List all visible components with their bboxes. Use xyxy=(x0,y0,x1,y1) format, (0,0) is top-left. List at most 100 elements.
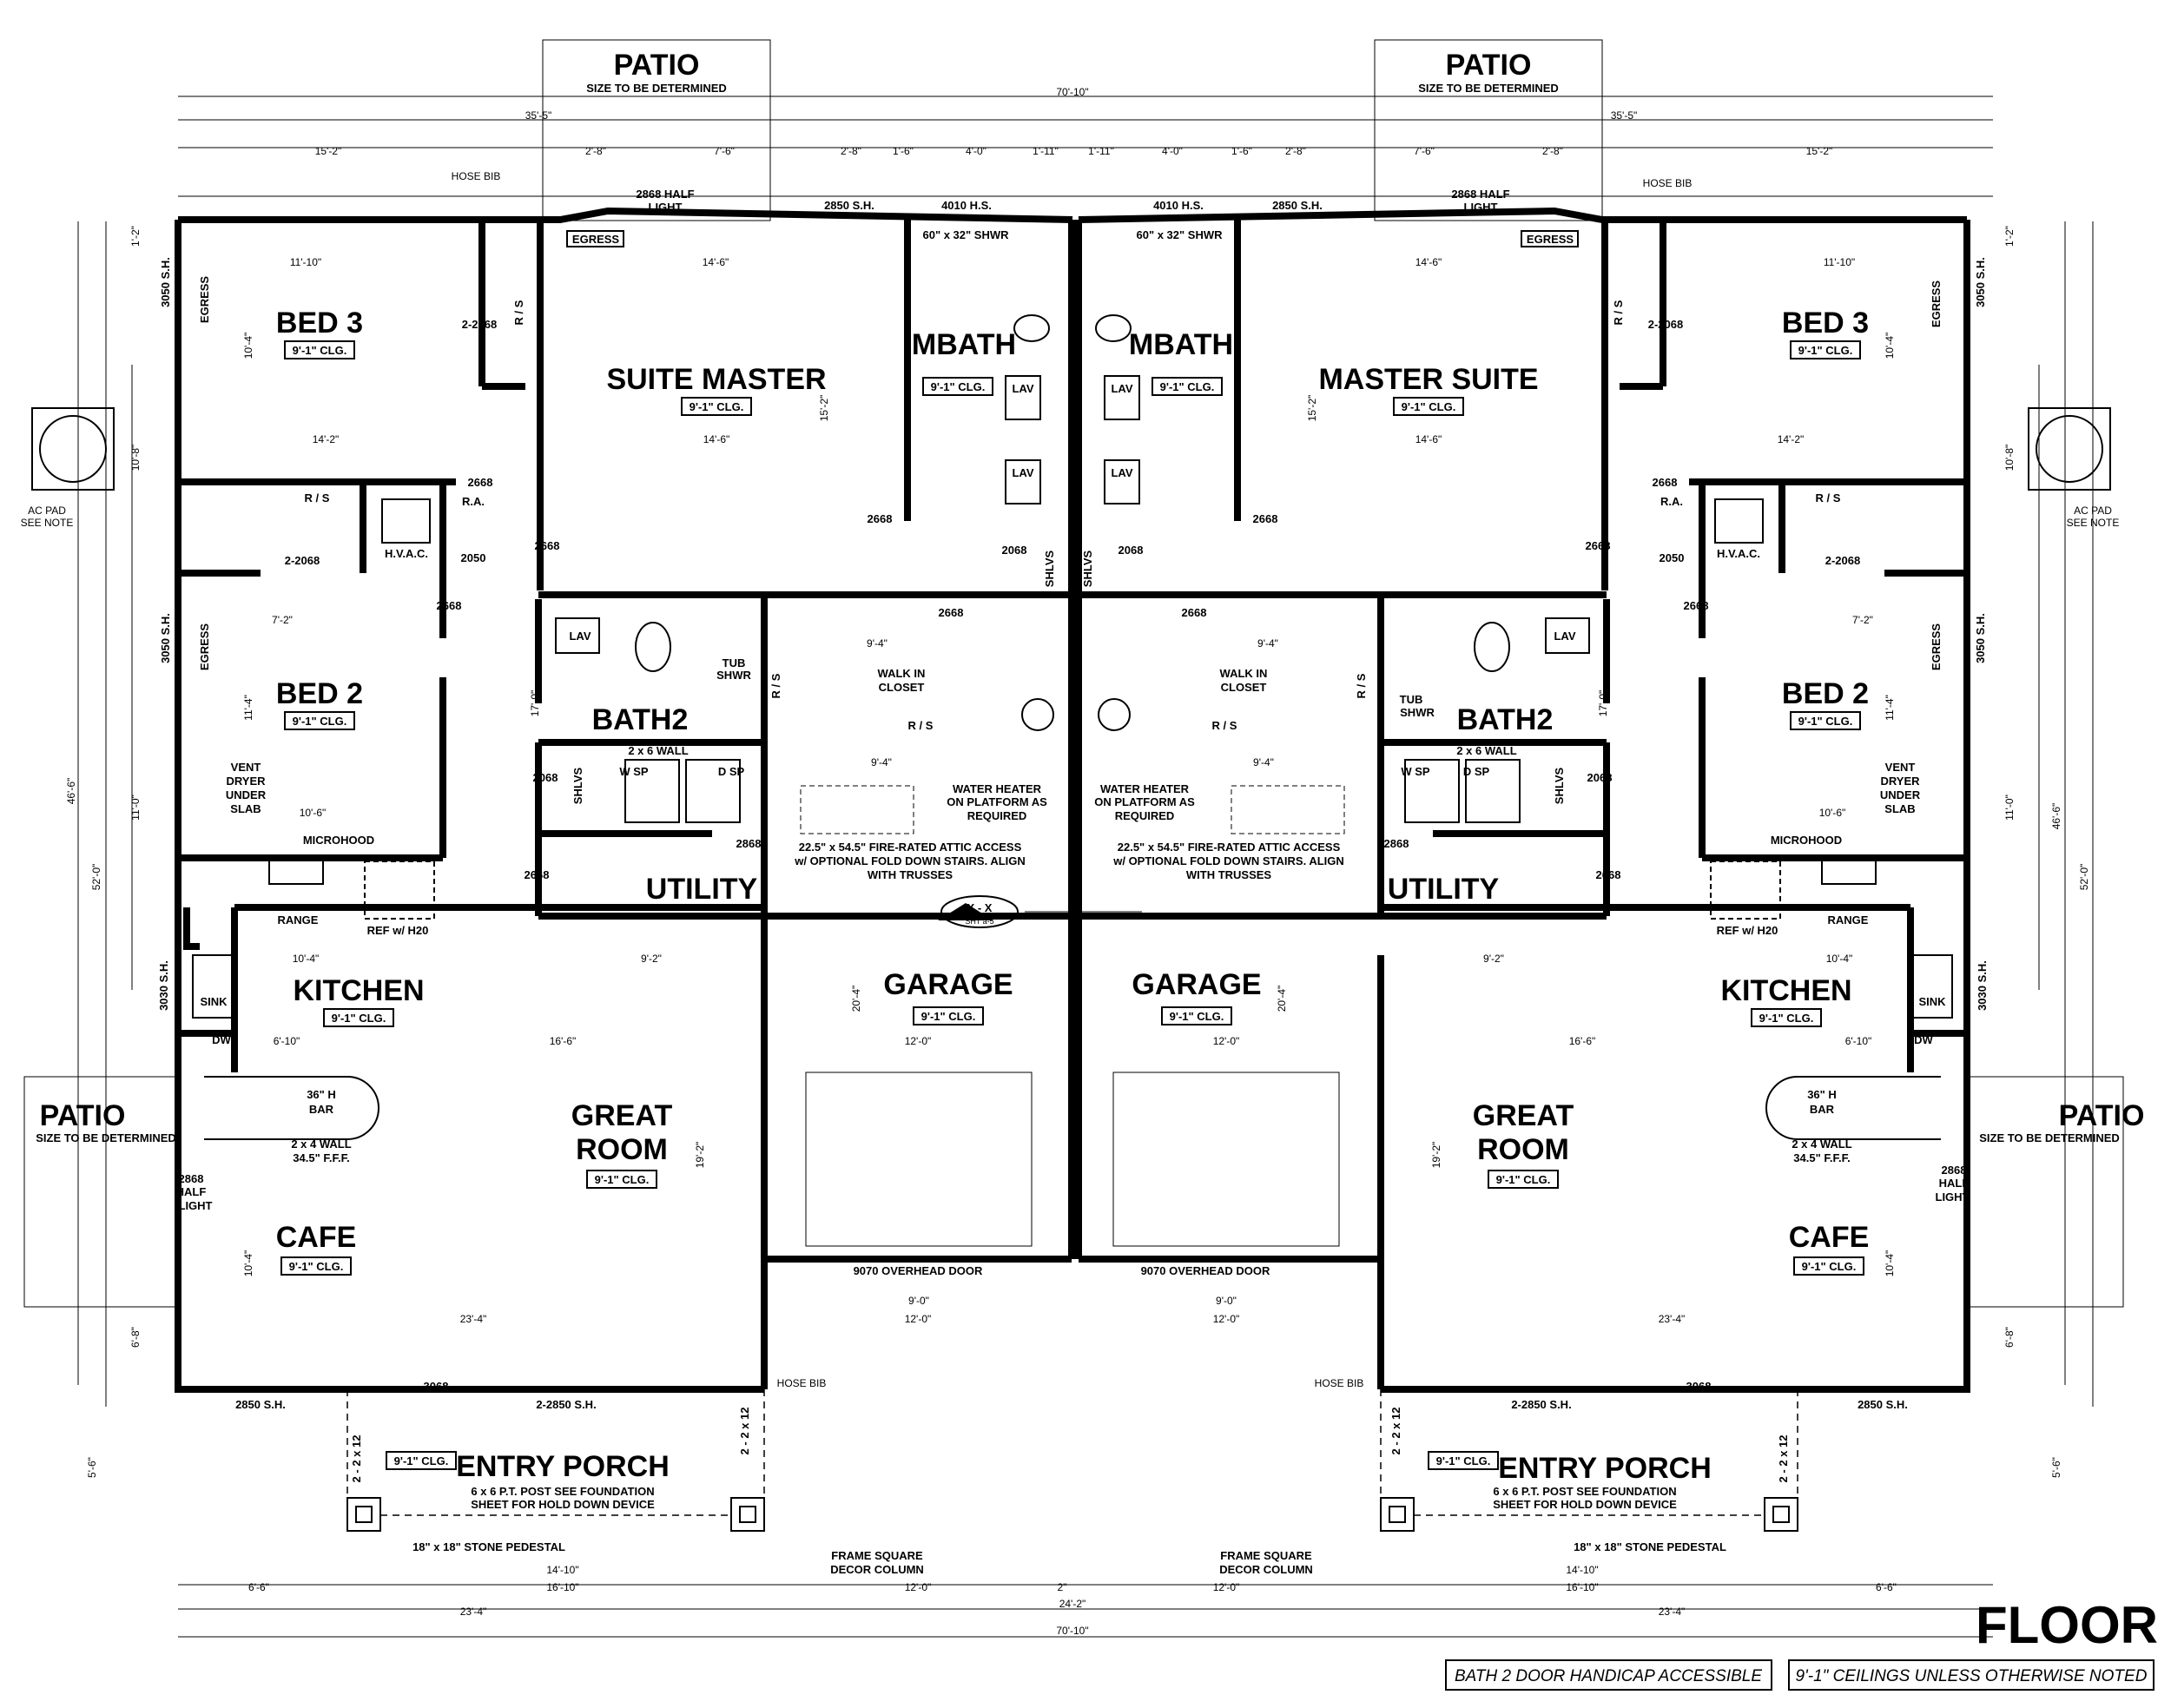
decor-left-2: DECOR COLUMN xyxy=(830,1563,924,1576)
dim-walkin-w-right: 9'-4" xyxy=(1257,637,1278,650)
window-4010-right: 4010 H.S. xyxy=(1153,199,1204,212)
range-left xyxy=(268,859,324,885)
shlvs-a-left: SHLVS xyxy=(1043,550,1056,587)
door-2668-e-right: 2668 xyxy=(1182,606,1207,619)
lav-c-right-text: LAV xyxy=(1554,630,1575,643)
dim-cafe-b-right: 23'-4" xyxy=(1659,1313,1686,1325)
door-2668-a-left: 2668 xyxy=(468,476,493,489)
egress-bed3-right: EGRESS xyxy=(1930,280,1943,328)
dim-top-k: 2'-8" xyxy=(1285,145,1306,157)
vent-left-1: VENT xyxy=(231,761,261,774)
washer-right xyxy=(1465,759,1521,823)
window-2850-bot-right: 2850 S.H. xyxy=(1858,1398,1908,1411)
dim-great-left: 9'-2" xyxy=(641,953,662,965)
dim-utility-left: 9'-4" xyxy=(871,756,892,768)
dim-v-left-a: 10'-8" xyxy=(129,445,142,472)
hvac-right-label: H.V.A.C. xyxy=(1717,547,1760,560)
dim-great-w-right: 16'-6" xyxy=(1569,1035,1596,1047)
half-light-side-right-3: LIGHT xyxy=(1936,1190,1970,1204)
svg-text:9'-1" CLG.: 9'-1" CLG. xyxy=(394,1454,449,1467)
post-left-1: 6 x 6 P.T. POST SEE FOUNDATION xyxy=(471,1485,654,1498)
dim-bot-b-right: 16'-10" xyxy=(1566,1581,1598,1593)
dw-left: DW xyxy=(212,1033,231,1046)
rs-bed3-right: R / S xyxy=(1612,300,1625,325)
dim-v-garage-right: 20'-4" xyxy=(1276,986,1288,1012)
svg-text:9'-1" CLG.: 9'-1" CLG. xyxy=(293,715,347,728)
dim-v-garage-left: 20'-4" xyxy=(850,986,862,1012)
half-light-side-left-2: HALF xyxy=(176,1185,207,1198)
header-right-a: 2 - 2 x 12 xyxy=(1777,1435,1790,1483)
room-kitchen-left: KITCHEN xyxy=(293,974,424,1007)
egress-top-right xyxy=(1521,230,1579,247)
svg-text:9'-1" CLG.: 9'-1" CLG. xyxy=(1759,1012,1814,1025)
dim-v-bed2-right: 11'-4" xyxy=(1884,695,1896,721)
door-2668-c-left: 2668 xyxy=(535,539,560,552)
patio-top-left-sub: SIZE TO BE DETERMINED xyxy=(586,82,727,95)
microhood-left: MICROHOOD xyxy=(303,834,374,847)
toilet-a-left xyxy=(1013,314,1050,342)
shlvs-a-right: SHLVS xyxy=(1081,550,1094,587)
room-entry-porch-left: ENTRY PORCH xyxy=(456,1450,670,1483)
dim-v-left-c: 6'-8" xyxy=(129,1327,142,1348)
dim-v-great-right: 19'-2" xyxy=(1430,1142,1442,1169)
overhead-door-left: 9070 OVERHEAD DOOR xyxy=(854,1264,983,1277)
dim-bot-b-left: 16'-10" xyxy=(546,1581,578,1593)
walk-in-left-1: WALK IN xyxy=(878,667,926,680)
svg-text:9'-1" CLG.: 9'-1" CLG. xyxy=(690,400,744,413)
fridge-left xyxy=(364,861,435,920)
note-handicap: BATH 2 DOOR HANDICAP ACCESSIBLE xyxy=(1455,1667,1762,1685)
dim-utility-right: 9'-4" xyxy=(1253,756,1274,768)
dim-top-m: 2'-8" xyxy=(1542,145,1563,157)
ac-pad-right: AC PAD SEE NOTE xyxy=(2028,407,2119,529)
window-4010-left: 4010 H.S. xyxy=(941,199,992,212)
decor-left-1: FRAME SQUARE xyxy=(831,1549,923,1562)
room-mbath-right: MBATH xyxy=(1129,328,1233,361)
dim-v-right-b: 11'-0" xyxy=(2003,795,2016,821)
room-mbath-left: MBATH xyxy=(912,328,1016,361)
svg-text:9'-1" CLG.: 9'-1" CLG. xyxy=(293,344,347,357)
dim-top-e: 1'-6" xyxy=(893,145,914,157)
patio-top-right-sub: SIZE TO BE DETERMINED xyxy=(1418,82,1559,95)
wall-2x6-left: 2 x 6 WALL xyxy=(628,744,688,757)
d-sp-left: D SP xyxy=(718,765,745,778)
window-3050-a-right: 3050 S.H. xyxy=(1974,257,1987,307)
range-left-text: RANGE xyxy=(278,913,319,927)
bar-right-1: 36" H xyxy=(1807,1088,1837,1101)
window-3050-b-right: 3050 S.H. xyxy=(1974,613,1987,663)
dim-kitchen-right: 10'-4" xyxy=(1826,953,1853,965)
water-heater-left xyxy=(1021,698,1054,731)
dim-half-right: 35'-5" xyxy=(1611,109,1638,122)
bar-left-2: BAR xyxy=(309,1103,334,1116)
water-heater-right-3: REQUIRED xyxy=(1115,809,1175,822)
dim-top-n: 15'-2" xyxy=(1806,145,1833,157)
vent-right-1: VENT xyxy=(1885,761,1916,774)
dim-v-right-e: 1'-2" xyxy=(2003,226,2016,247)
door-2068-b-left: 2068 xyxy=(533,771,558,784)
door-2868-right: 2868 xyxy=(1384,837,1409,850)
dim-garage-b-left: 12'-0" xyxy=(905,1313,932,1325)
ref-left: REF w/ H20 xyxy=(367,924,429,937)
patio-side-left-sub: SIZE TO BE DETERMINED xyxy=(36,1131,176,1144)
dim-bot-d-right: 23'-4" xyxy=(1659,1606,1686,1618)
closet-bed3-left: 2-2068 xyxy=(462,318,497,331)
w-sp-left: W SP xyxy=(619,765,649,778)
svg-text:9'-1" CLG.: 9'-1" CLG. xyxy=(1798,344,1853,357)
tub-right-1: TUB xyxy=(1400,693,1423,706)
range-right xyxy=(1821,859,1877,885)
svg-text:AC PAD: AC PAD xyxy=(28,504,66,517)
door-2668-a-right: 2668 xyxy=(1653,476,1678,489)
vent-left-4: SLAB xyxy=(230,802,261,815)
dim-bot-a-right: 6'-6" xyxy=(1876,1581,1897,1593)
lav-a-left xyxy=(1005,375,1041,420)
lav-b-right-text: LAV xyxy=(1111,466,1132,479)
half-light-side-left-3: LIGHT xyxy=(179,1199,213,1212)
window-3050-a-left: 3050 S.H. xyxy=(159,257,172,307)
room-great-left-2: ROOM xyxy=(576,1133,668,1166)
vent-right-3: UNDER xyxy=(1880,788,1921,801)
dim-garage-door-left: 9'-0" xyxy=(908,1295,929,1307)
sink-right xyxy=(1912,954,1953,1019)
dimension-lines xyxy=(77,96,2094,1638)
room-master-suite: MASTER SUITE xyxy=(1318,363,1538,396)
window-2850-top-right: 2850 S.H. xyxy=(1272,199,1323,212)
rs-walk-in-right-v: R / S xyxy=(1355,673,1368,698)
